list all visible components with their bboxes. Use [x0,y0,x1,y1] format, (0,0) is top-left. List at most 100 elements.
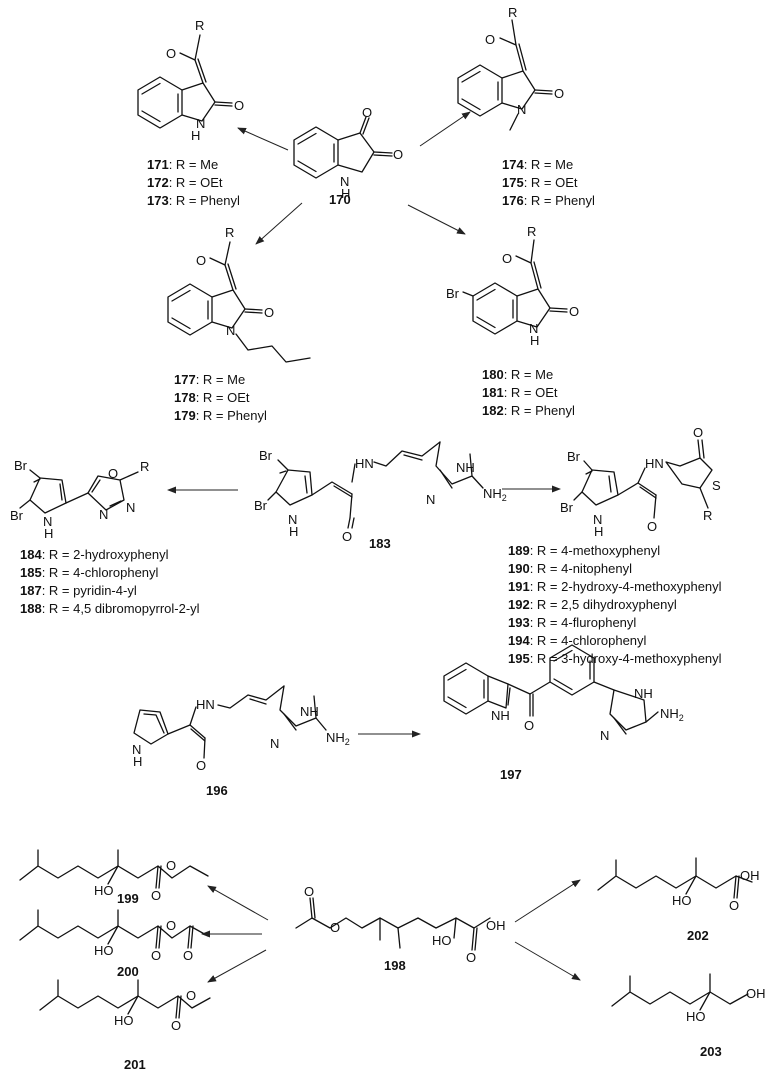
label-part: Me [227,372,245,387]
label-part: : R = [196,372,227,387]
atom-bromine: Br [259,448,273,463]
imidazole-nh: NH [300,704,319,719]
atom-oxygen: O [183,948,193,963]
label-part: 184 [20,547,42,562]
r-row: 178: R = OEt [174,390,250,405]
atom-bromine: Br [567,449,581,464]
compound-label-196: 196 [206,783,228,798]
hydroxyl: HO [94,883,114,898]
label-part: 180 [482,367,504,382]
compound-label-202: 202 [687,928,709,943]
label-part: 181 [482,385,504,400]
r-row: 191: R = 2-hydroxy-4-methoxyphenyl [508,579,722,594]
label-part: Me [200,157,218,172]
imidazole-nh: NH [456,460,475,475]
atom-bromine: Br [446,286,460,301]
compound-180-182: O R O Br N H [446,224,579,348]
r-table-184: 184: R = 2-hydroxyphenyl 185: R = 4-chlo… [20,547,200,616]
hydroxyl: HO [672,893,692,908]
hydroxyl: HO [94,943,114,958]
hydroxyl: OH [746,986,766,1001]
r-row: 185: R = 4-chlorophenyl [20,565,159,580]
atom-oxygen: O [151,888,161,903]
label-part: 4-methoxyphenyl [561,543,660,558]
label-part: : R = [504,385,535,400]
compound-199: HO O O 199 [19,849,209,906]
r-row: 182: R = Phenyl [482,403,575,418]
compound-184-188: Br Br N H O N N R [10,458,149,541]
hydroxyl: HO [114,1013,134,1028]
atom-hydrogen: H [191,128,200,143]
compound-label-199: 199 [117,891,139,906]
compound-label-200: 200 [117,964,139,979]
r-row: 172: R = OEt [147,175,223,190]
r-group: R [703,508,712,523]
label-part: 2-hydroxy-4-methoxyphenyl [561,579,722,594]
atom-oxygen: O [524,718,534,733]
label-part: Phenyl [535,403,575,418]
r-table-177: 177: R = Me 178: R = OEt 179: R = Phenyl [174,372,267,423]
label-part: pyridin-4-yl [73,583,137,598]
compound-202: HO O OH 202 [597,857,760,943]
atom-oxygen: O [196,758,206,773]
amide-nh: HN [196,697,215,712]
reaction-arrow [237,127,289,151]
label-part: 178 [174,390,196,405]
label-part: OEt [555,175,578,190]
atom-hydrogen: H [133,754,142,769]
reaction-arrow [514,941,581,981]
atom-nitrogen: N [600,728,609,743]
r-row: 177: R = Me [174,372,245,387]
r-row: 180: R = Me [482,367,553,382]
amide-nh: HN [645,456,664,471]
label-part: 4,5 dibromopyrrol-2-yl [73,601,200,616]
hydroxyl: HO [432,933,452,948]
label-part: NH [483,486,502,501]
r-row: 195: R = 3-hydroxy-4-methoxyphenyl [508,651,722,666]
r-table-171: 171: R = Me 172: R = OEt 173: R = Phenyl [147,157,240,208]
label-part: 188 [20,601,42,616]
atom-sulfur: S [712,478,721,493]
atom-nitrogen: N [132,742,141,757]
compound-label-203: 203 [700,1044,722,1059]
label-part: 179 [174,408,196,423]
atom-nitrogen: N [426,492,435,507]
atom-oxygen: O [569,304,579,319]
atom-nitrogen: N [517,102,526,117]
label-part: Phenyl [555,193,595,208]
r-table-180: 180: R = Me 181: R = OEt 182: R = Phenyl [482,367,575,418]
r-group: R [195,18,204,33]
label-part: : R = [42,547,73,562]
reaction-arrow [407,204,466,235]
compound-177-179: O R O N [167,225,311,363]
hydroxyl: OH [486,918,506,933]
compound-200: HO O O O 200 [19,909,209,979]
r-group: R [225,225,234,240]
atom-hydrogen: H [594,524,603,539]
atom-hydrogen: H [44,526,53,541]
label-part: Me [555,157,573,172]
label-part: 191 [508,579,530,594]
atom-hydrogen: H [289,524,298,539]
label-part: : R = [42,601,73,616]
label-part: NH [326,730,345,745]
label-part: : R = [504,367,535,382]
hydroxyl: HO [686,1009,706,1024]
atom-oxygen: O [186,988,196,1003]
atom-oxygen: O [108,466,118,481]
label-part: 177 [174,372,196,387]
compound-label-197: 197 [500,767,522,782]
label-part: OEt [535,385,558,400]
label-part: 2 [679,713,684,723]
r-row: 184: R = 2-hydroxyphenyl [20,547,169,562]
compound-label-198: 198 [384,958,406,973]
label-part: 194 [508,633,530,648]
indole-nh: NH [491,708,510,723]
label-part: : R = [530,597,561,612]
label-part: : R = [169,175,200,190]
label-part: : R = [196,408,227,423]
r-row: 189: R = 4-methoxyphenyl [508,543,660,558]
r-row: 187: R = pyridin-4-yl [20,583,137,598]
atom-nitrogen: N [43,514,52,529]
atom-oxygen: O [196,253,206,268]
